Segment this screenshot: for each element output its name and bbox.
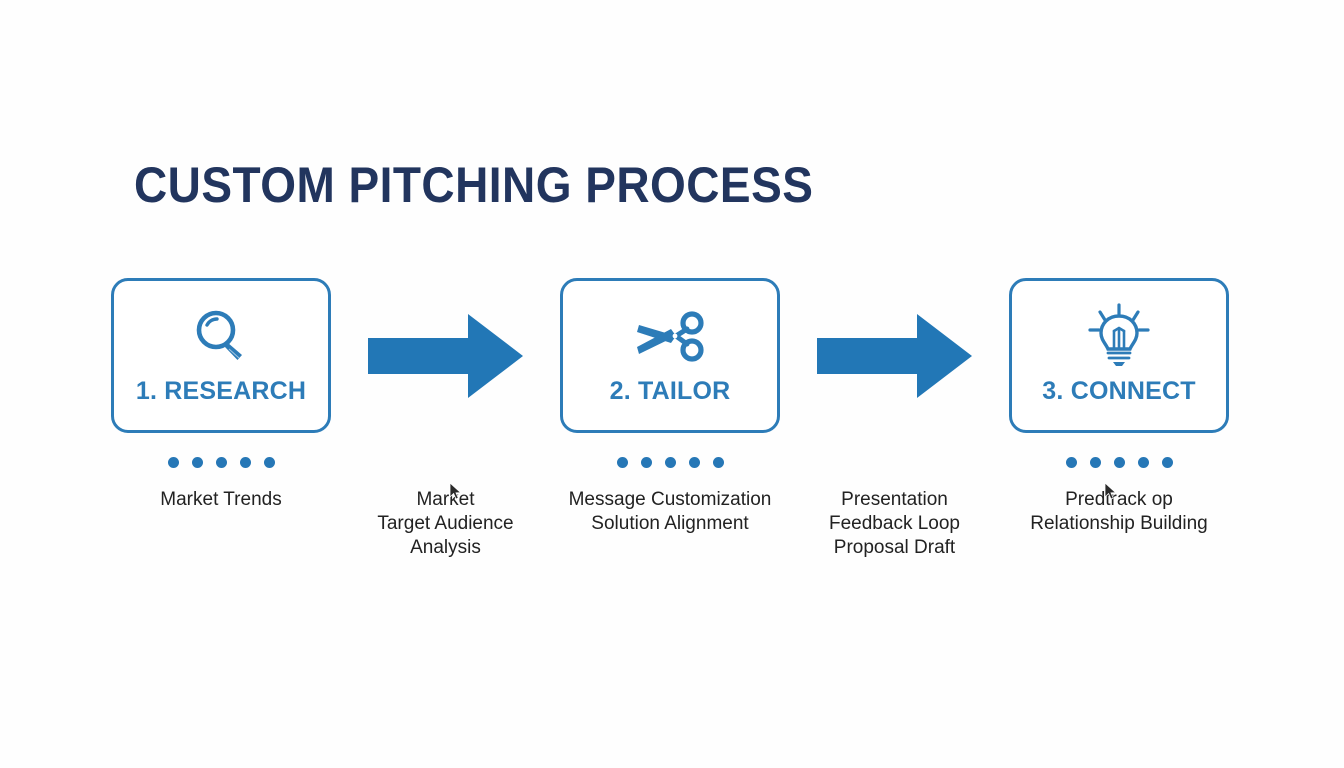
step-card-connect[interactable]: 3. CONNECT [1009,278,1229,433]
dot [191,456,203,468]
caption-line: Analysis [410,537,481,559]
step-tailor[interactable]: 2. TAILOR Message Customization Solution… [559,278,781,536]
caption-line: Presentation [841,489,948,510]
dot-row-connect [1065,456,1173,468]
step-card-tailor[interactable]: 2. TAILOR [560,278,780,433]
connector-1: Market Target Audience Analysis [346,278,546,560]
dot [167,456,179,468]
caption-line: Target Audience [377,513,514,535]
dot [664,456,676,468]
caption-line: Feedback Loop [829,513,960,535]
dot [688,456,700,468]
connector-caption-2: Presentation Feedback Loop Proposal Draf… [829,488,960,560]
dot [1113,456,1125,468]
step-label-research: 1. RESEARCH [135,377,307,405]
step-caption-connect: Predtrack op Relationship Building [1030,488,1207,536]
caption-line: Market [416,489,475,510]
dot [1089,456,1101,468]
step-research[interactable]: 1. RESEARCH Market Trends [110,278,332,512]
step-caption-research: Market Trends [160,488,281,512]
step-label-tailor: 2. TAILOR [609,377,731,405]
dot [640,456,652,468]
dot [239,456,251,468]
caption-line: Predtrack op [1065,489,1173,510]
caption-line: Market Trends [160,489,282,510]
dot [616,456,628,468]
connector-caption-1: Market Target Audience Analysis [377,488,513,560]
caption-line: Solution Alignment [591,513,749,535]
scissors-icon [635,299,705,373]
lightbulb-icon [1086,299,1152,373]
caption-line: Proposal Draft [833,537,956,559]
dot [1137,456,1149,468]
dot [712,456,724,468]
step-caption-tailor: Message Customization Solution Alignment [569,488,772,536]
right-arrow-icon [817,278,972,433]
process-flow: 1. RESEARCH Market Trends Marke [110,278,1230,560]
step-card-research[interactable]: 1. RESEARCH [111,278,331,433]
dot [1161,456,1173,468]
caption-line: Message Customization [568,489,772,510]
dot [263,456,275,468]
dot-row-research [167,456,275,468]
step-connect[interactable]: 3. CONNECT Predtrack op Relationship Bui… [1008,278,1230,536]
page-title: CUSTOM PITCHING PROCESS [134,157,814,213]
dot-row-tailor [616,456,724,468]
dot [215,456,227,468]
caption-line: Relationship Building [1030,513,1208,535]
step-label-connect: 3. CONNECT [1042,377,1196,405]
dot [1065,456,1077,468]
connector-2: Presentation Feedback Loop Proposal Draf… [795,278,995,560]
right-arrow-icon [368,278,523,433]
magnifier-icon [190,299,252,373]
